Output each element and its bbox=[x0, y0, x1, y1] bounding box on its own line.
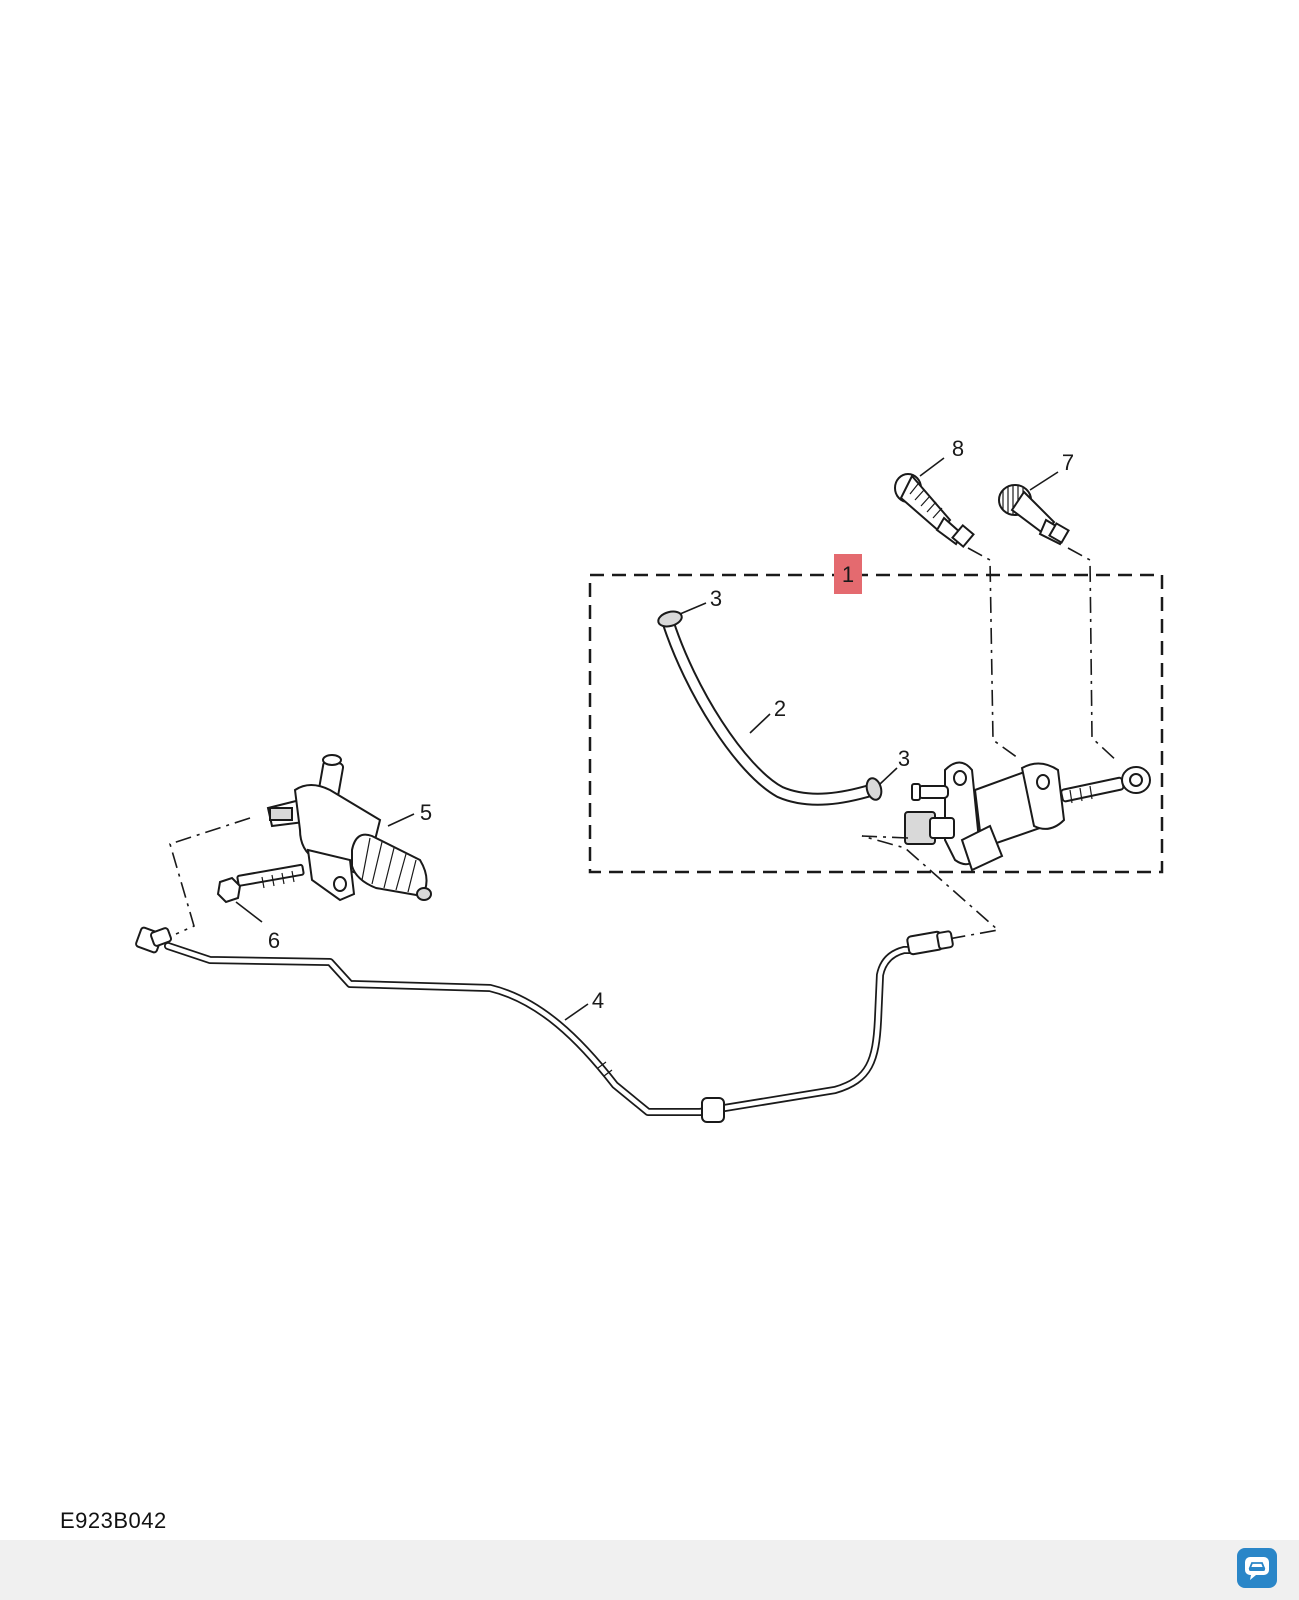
leader-7 bbox=[1029, 471, 1059, 491]
leader-5 bbox=[387, 813, 415, 827]
part-6-bolt[interactable] bbox=[216, 863, 305, 904]
leader-2 bbox=[749, 713, 771, 734]
callout-5[interactable]: 5 bbox=[420, 800, 432, 825]
part-7-clip[interactable] bbox=[998, 484, 1070, 546]
dashdot-8-to-cylinder bbox=[967, 547, 1019, 759]
part-2-hose[interactable] bbox=[661, 615, 879, 806]
diagram-reference-code: E923B042 bbox=[60, 1508, 167, 1533]
callout-3a[interactable]: 3 bbox=[710, 586, 722, 611]
leader-6 bbox=[235, 901, 263, 923]
dashdot-slave-to-pipe bbox=[169, 817, 251, 935]
callout-1-highlight bbox=[834, 554, 862, 594]
callout-7[interactable]: 7 bbox=[1062, 450, 1074, 475]
leader-3a bbox=[679, 602, 707, 615]
callout-1[interactable]: 1 bbox=[842, 562, 854, 587]
exploded-parts-diagram: 1 8 7 3 2 3 bbox=[135, 436, 1164, 1123]
part-4-pipe[interactable] bbox=[135, 926, 954, 1123]
leader-4 bbox=[564, 1003, 589, 1021]
part-3-clamp-top[interactable] bbox=[657, 609, 684, 629]
part-8-pin[interactable] bbox=[894, 473, 975, 549]
car-chat-icon[interactable] bbox=[1237, 1548, 1277, 1588]
callout-3b[interactable]: 3 bbox=[898, 746, 910, 771]
dashdot-7-to-cylinder bbox=[1067, 547, 1119, 763]
assembly-box bbox=[588, 573, 1164, 874]
part-3-clamp-bottom[interactable] bbox=[864, 777, 883, 802]
callout-2[interactable]: 2 bbox=[774, 696, 786, 721]
leader-8 bbox=[919, 457, 945, 477]
callout-6[interactable]: 6 bbox=[268, 928, 280, 953]
callout-4[interactable]: 4 bbox=[592, 988, 604, 1013]
callout-8[interactable]: 8 bbox=[952, 436, 964, 461]
master-cylinder[interactable] bbox=[904, 761, 1151, 872]
part-5-slave-cylinder[interactable] bbox=[266, 754, 432, 902]
footer-bar bbox=[0, 1540, 1299, 1600]
leader-3b bbox=[879, 767, 898, 785]
